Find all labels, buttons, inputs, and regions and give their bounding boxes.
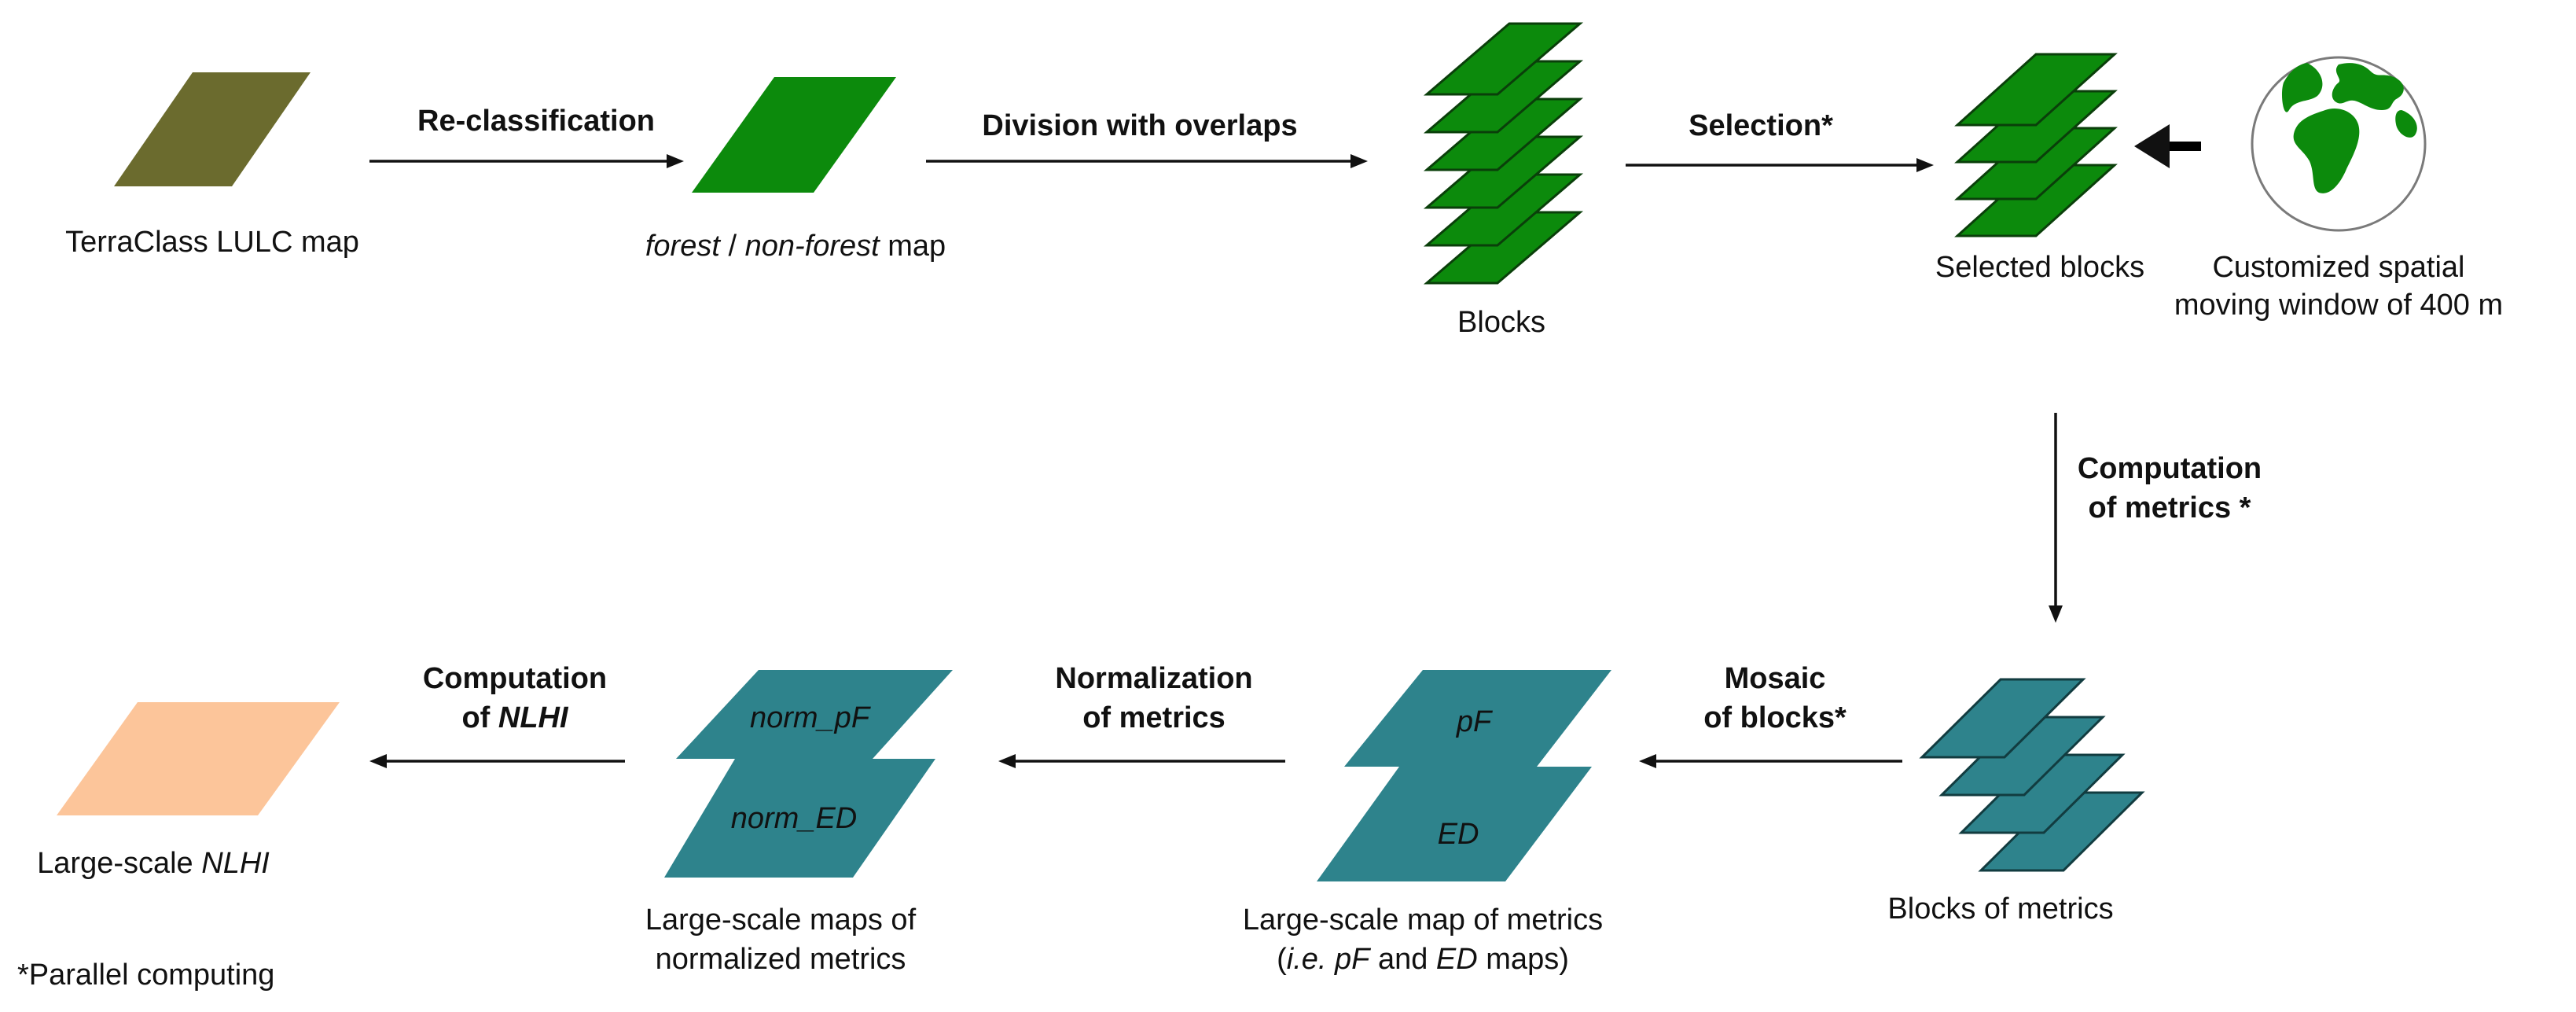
division-arrowhead <box>1350 154 1368 168</box>
large-scale-metrics-label-line1: Large-scale map of metrics <box>1243 903 1603 937</box>
normalization-label-line1: Normalization <box>1055 662 1252 695</box>
selection-label: Selection* <box>1689 109 1833 142</box>
block-layer <box>1423 60 1584 134</box>
nlhi-label: Large-scale NLHI <box>37 847 270 880</box>
normalized-maps-label-line2: normalized metrics <box>656 943 906 976</box>
normalization-arrowhead <box>998 754 1016 768</box>
nlhi-map-shape <box>57 702 340 815</box>
block-layer <box>1423 22 1584 96</box>
blocks-stack <box>1423 22 1584 285</box>
computation-nlhi-label-line1: Computation <box>423 662 607 695</box>
selected-blocks-stack <box>1954 53 2118 237</box>
block-layer <box>1423 211 1584 285</box>
metric-block-layer <box>1958 753 2126 834</box>
terraclass-map-shape <box>114 72 311 186</box>
selected-block-layer <box>1954 53 2118 127</box>
computation-metrics-label-line2: of metrics * <box>2089 491 2251 524</box>
norm-pf-label: norm_pF <box>750 701 871 734</box>
mosaic-label-line1: Mosaic <box>1725 662 1826 695</box>
selection-arrowhead <box>1916 158 1934 172</box>
globe-icon <box>2251 56 2427 232</box>
norm-ed-label: norm_ED <box>731 802 858 835</box>
large-scale-metrics-shape <box>1317 670 1611 881</box>
division-label: Division with overlaps <box>982 109 1297 142</box>
moving-window-label-line1: Customized spatial <box>2212 251 2464 284</box>
large-scale-metrics-label-line2: (i.e. pF and ED maps) <box>1277 943 1569 976</box>
metric-block-layer <box>1938 716 2106 797</box>
forest-map-label: forest / non-forest map <box>645 230 946 263</box>
blocks-of-metrics-label: Blocks of metrics <box>1887 892 2113 926</box>
blocks-label: Blocks <box>1457 306 1545 339</box>
forest-map-shape <box>692 77 896 193</box>
moving-window-label-line2: moving window of 400 m <box>2174 289 2503 322</box>
normalized-maps-label-line1: Large-scale maps of <box>645 903 917 937</box>
selected-blocks-label: Selected blocks <box>1935 251 2144 284</box>
normalized-maps-shape <box>664 670 953 878</box>
window-arrowhead <box>2134 124 2170 168</box>
ed-map-label: ED <box>1438 818 1479 851</box>
pf-map-label: pF <box>1456 705 1493 738</box>
metric-block-layer <box>1919 678 2086 759</box>
metric-block-layer <box>1978 791 2145 872</box>
computation-metrics-arrowhead <box>2049 605 2063 623</box>
computation-nlhi-arrowhead <box>369 754 387 768</box>
block-layer <box>1423 173 1584 247</box>
computation-nlhi-label-line2: of NLHI <box>461 701 569 734</box>
reclassification-arrowhead <box>667 154 684 168</box>
block-layer <box>1423 135 1584 209</box>
mosaic-arrowhead <box>1639 754 1656 768</box>
computation-metrics-label-line1: Computation <box>2078 452 2262 485</box>
mosaic-label-line2: of blocks* <box>1703 701 1847 734</box>
selected-block-layer <box>1954 90 2118 164</box>
footnote: *Parallel computing <box>17 959 274 992</box>
selected-block-layer <box>1954 164 2118 237</box>
reclassification-label: Re-classification <box>417 105 655 138</box>
normalization-label-line2: of metrics <box>1082 701 1226 734</box>
terraclass-label: TerraClass LULC map <box>65 226 359 259</box>
selected-block-layer <box>1954 127 2118 201</box>
blocks-of-metrics-stack <box>1919 678 2145 872</box>
block-layer <box>1423 98 1584 171</box>
